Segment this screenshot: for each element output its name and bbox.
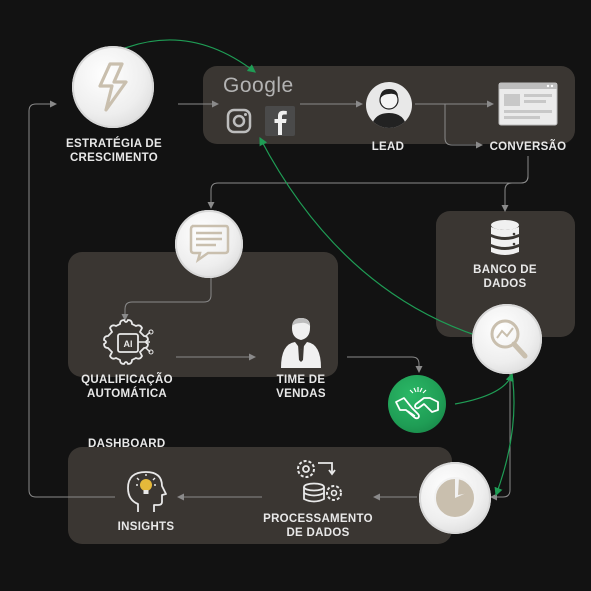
salesperson-icon <box>281 318 321 368</box>
dashboard-title: DASHBOARD <box>88 438 166 450</box>
qualificacao-label-1: QUALIFICAÇÃO <box>81 374 173 386</box>
banco-label-1: BANCO DE <box>473 264 537 276</box>
pie-chart-icon <box>434 477 476 519</box>
google-logo: Google <box>223 74 294 97</box>
lead-label: LEAD <box>371 141 405 153</box>
edge-green-handshake-search <box>454 372 514 405</box>
insights-label: INSIGHTS <box>117 521 175 533</box>
magnifier-chart-icon <box>490 319 528 359</box>
strategy-label-2: CRESCIMENTO <box>69 152 159 164</box>
edge-insights-estrategia <box>28 100 115 498</box>
banco-label-2: DADOS <box>483 278 527 290</box>
edge-search-pie <box>490 372 511 501</box>
database-icon <box>491 220 519 255</box>
chat-bubble-icon <box>189 224 230 264</box>
edge-time-handshake <box>347 356 423 373</box>
dashboard-panel <box>68 447 452 544</box>
facebook-icon <box>265 106 295 136</box>
edge-conversao-banco <box>501 156 529 212</box>
qualificacao-label-2: AUTOMÁTICA <box>86 388 168 400</box>
strategy-label-1: ESTRATÉGIA DE <box>66 138 162 150</box>
browser-page-icon <box>498 82 558 126</box>
lightning-icon <box>98 62 128 112</box>
processamento-label-2: DE DADOS <box>286 527 350 539</box>
edge-conversao-chat <box>207 156 529 209</box>
lead-avatar-icon <box>366 82 412 128</box>
conversao-label: CONVERSÃO <box>489 141 567 153</box>
head-lightbulb-icon <box>127 471 167 512</box>
instagram-icon <box>226 108 252 134</box>
processamento-label-1: PROCESSAMENTO <box>263 513 373 525</box>
edge-green-estrategia-ads <box>119 39 256 73</box>
search-node <box>472 304 542 374</box>
edge-green-search-ads <box>259 136 479 337</box>
data-processing-icon <box>297 460 342 503</box>
handshake-icon <box>395 387 439 420</box>
edge-green-search-pie <box>494 373 515 497</box>
edge-lead-conversao-lower <box>444 104 483 149</box>
ai-chip-icon: AI <box>103 319 154 365</box>
edge-chat-qualificacao <box>121 270 212 321</box>
ai-chip-text: AI <box>124 339 133 349</box>
time-label-2: VENDAS <box>276 388 326 400</box>
time-label-1: TIME DE <box>276 374 326 386</box>
